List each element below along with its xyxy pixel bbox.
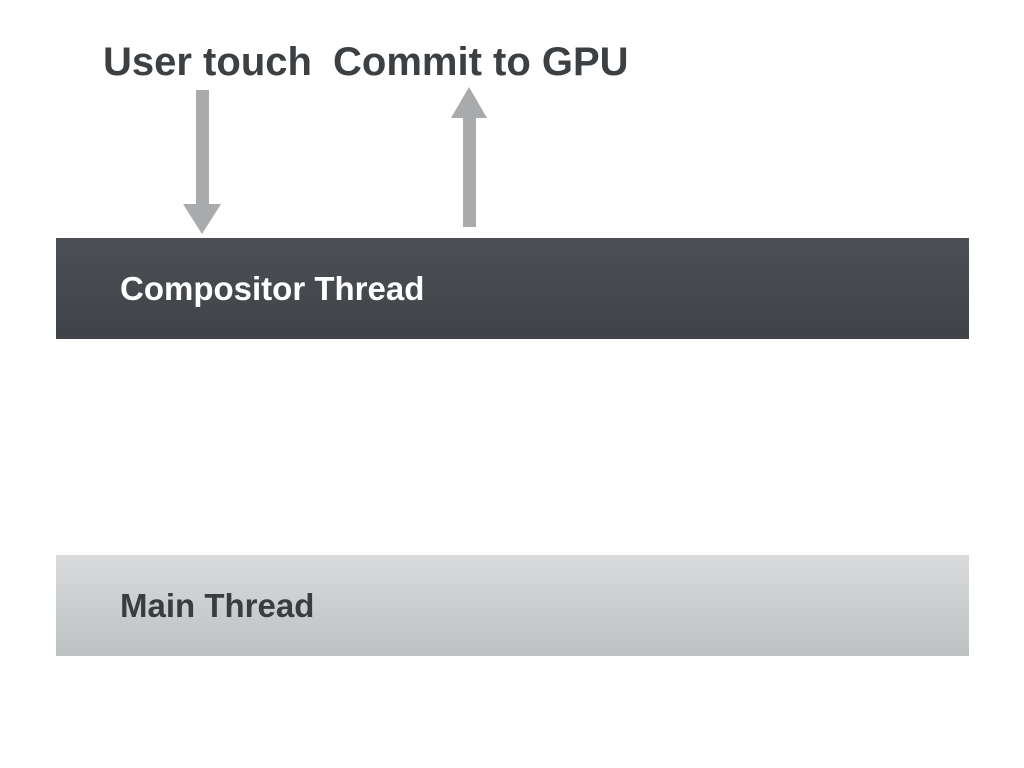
arrow-head-up-icon	[451, 87, 487, 118]
commit-to-gpu-label: Commit to GPU	[333, 40, 629, 84]
arrow-shaft	[462, 118, 476, 227]
user-touch-label: User touch	[103, 40, 312, 84]
arrow-head-down-icon	[183, 204, 221, 234]
main-thread-label: Main Thread	[120, 586, 315, 624]
main-thread-bar: Main Thread	[56, 555, 969, 656]
commit-to-gpu-up-arrow-icon	[451, 87, 487, 227]
user-touch-down-arrow-icon	[183, 90, 221, 234]
compositor-thread-label: Compositor Thread	[120, 269, 425, 307]
arrow-shaft	[195, 90, 209, 204]
compositor-thread-bar: Compositor Thread	[56, 238, 969, 339]
